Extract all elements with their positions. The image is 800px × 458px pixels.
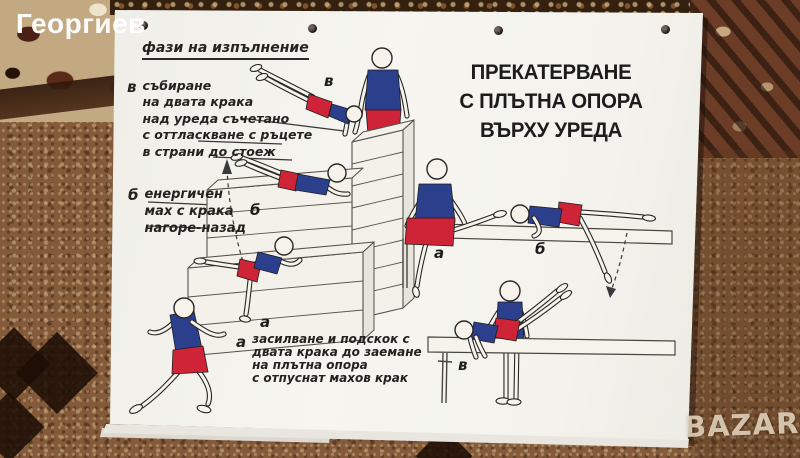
phase-text-line: мах с крака bbox=[144, 204, 234, 219]
punch-hole bbox=[661, 25, 670, 34]
figure-beam-sit bbox=[404, 158, 507, 298]
carpet-lozenge bbox=[0, 391, 45, 458]
phase-note-swing: б енергичен мах с крака нагоре-назад bbox=[128, 186, 246, 237]
phase-note-runup: а засилване и подскок с двата крака до з… bbox=[236, 333, 422, 385]
figure-beam-prone bbox=[510, 201, 657, 284]
poster-header: фази на изпълнение bbox=[142, 40, 309, 60]
figure-swing bbox=[230, 153, 351, 197]
punch-hole bbox=[139, 21, 148, 30]
site-watermark: BAZAR bbox=[683, 405, 800, 445]
seller-watermark: Георгиев bbox=[16, 8, 146, 39]
phase-text-line: двата крака до заемане bbox=[252, 345, 422, 359]
poster-title-line: С ПЛЪТНА ОПОРА bbox=[459, 90, 643, 113]
poster-title-line: ПРЕКАТЕРВАНЕ bbox=[470, 61, 632, 84]
stage-label-beam-roll: в bbox=[458, 356, 468, 374]
phase-text-line: с отпуснат махов крак bbox=[252, 371, 409, 385]
punch-hole bbox=[494, 26, 503, 35]
stage-label-box-low: а bbox=[260, 313, 271, 331]
phase-text-line: енергичен bbox=[144, 187, 224, 202]
phase-text-line: засилване и подскок с bbox=[252, 332, 410, 346]
phase-note-collect: в събиране на двата крака над уреда съче… bbox=[127, 78, 312, 160]
figure-spotter bbox=[357, 47, 410, 135]
phase-letter: а bbox=[236, 333, 247, 351]
stage-label-beam-prone: б bbox=[535, 240, 546, 258]
carpet-right-shade bbox=[695, 150, 800, 458]
phase-text-line: на плътна опора bbox=[252, 358, 368, 372]
stage-label-beam-sit: а bbox=[434, 244, 445, 262]
punch-hole bbox=[308, 24, 317, 33]
carpet-topright-pattern bbox=[690, 0, 800, 158]
stage-label-box-top: в bbox=[324, 72, 334, 90]
figure-beam-roll bbox=[454, 282, 573, 360]
phase-letter: в bbox=[127, 78, 137, 96]
phase-text-line: събиране bbox=[142, 78, 212, 93]
figure-runner bbox=[129, 297, 227, 415]
phase-text-line: с оттласкване с ръцете bbox=[142, 127, 313, 143]
phase-letter: б bbox=[128, 186, 139, 204]
poster-title-line: ВЪРХУ УРЕДА bbox=[479, 119, 623, 142]
figure-dive bbox=[249, 63, 363, 137]
poster-title: ПРЕКАТЕРВАНЕ С ПЛЪТНА ОПОРА ВЪРХУ УРЕДА bbox=[455, 58, 647, 145]
phase-text-line: над уреда съчетано bbox=[142, 110, 290, 126]
phase-text-line: нагоре-назад bbox=[144, 221, 247, 236]
figure-crouch bbox=[193, 236, 303, 323]
stage-label-box-mid: б bbox=[250, 201, 261, 219]
phase-text-line: в страни до стоеж bbox=[142, 143, 276, 159]
phase-text-line: на двата крака bbox=[142, 94, 254, 110]
gymnastics-diagram bbox=[129, 47, 676, 415]
